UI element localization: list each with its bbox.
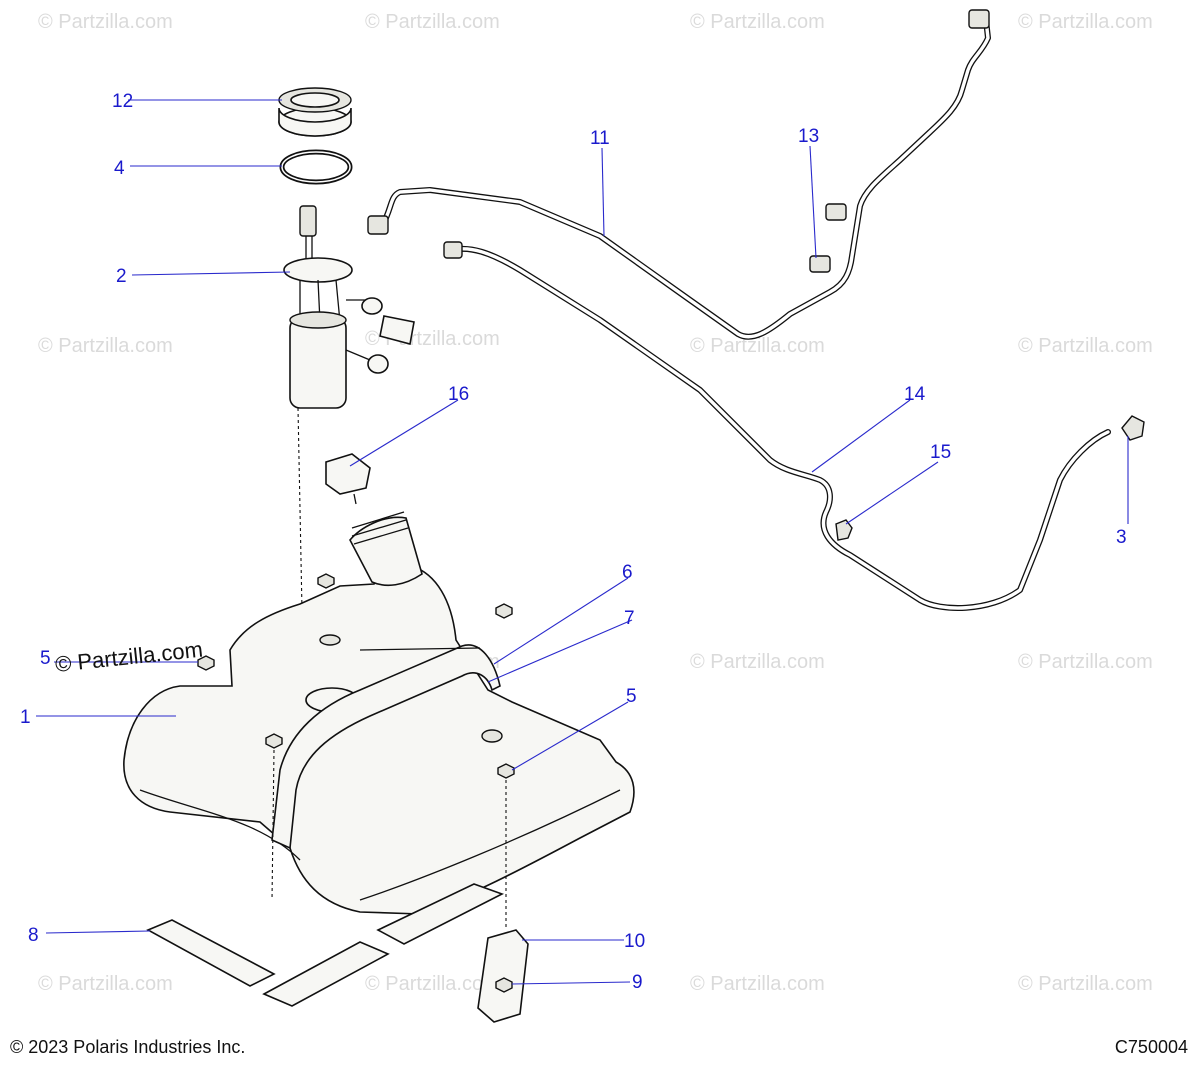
- watermark: © Partzilla.com: [365, 11, 500, 33]
- callout-11: 11: [590, 128, 610, 149]
- leader-lines: [36, 99, 1129, 985]
- callout-16: 3: [1116, 527, 1127, 548]
- callout-8: 8: [28, 925, 39, 946]
- fuel-line-11: [367, 9, 991, 340]
- callout-14: 15: [930, 442, 951, 463]
- fuel-line-13: [443, 241, 1111, 611]
- watermark: © Partzilla.com: [690, 335, 825, 357]
- fuel-pump-2: [283, 205, 415, 611]
- watermark: © Partzilla.com: [38, 335, 173, 357]
- callout-13: 14: [904, 384, 926, 405]
- watermark: © Partzilla.com: [690, 651, 825, 673]
- quick-connector-16: [1121, 415, 1145, 441]
- callouts: 12 4 2 1 5 6 7 5 8 10 9 11 13 14 15 16 3: [20, 91, 1127, 993]
- watermark-prominent: © Partzilla.com: [54, 637, 204, 677]
- callout-2: 2: [116, 266, 127, 287]
- watermark: © Partzilla.com: [1018, 11, 1153, 33]
- bolt-9: [495, 977, 513, 993]
- callout-9: 9: [632, 972, 643, 993]
- callout-12: 13: [798, 126, 819, 147]
- fuel-line-connector: [367, 215, 389, 235]
- watermark: © Partzilla.com: [38, 11, 173, 33]
- callout-3: 4: [114, 158, 125, 179]
- fuel-line-connector: [968, 9, 990, 29]
- callout-7: 7: [624, 608, 635, 629]
- hose-clip-12: [809, 203, 847, 273]
- tank-strap-6-7: [271, 644, 501, 850]
- fuel-tank-1: [123, 511, 635, 915]
- watermark: © Partzilla.com: [1018, 973, 1153, 995]
- callout-4: 12: [112, 91, 133, 112]
- watermark: © Partzilla.com: [690, 11, 825, 33]
- o-ring-3: [279, 149, 353, 185]
- hose-clip-14: [835, 519, 853, 541]
- watermark: © Partzilla.com: [1018, 651, 1153, 673]
- lock-ring-4: [278, 87, 352, 137]
- watermark: © Partzilla.com: [365, 973, 500, 995]
- fuel-line-connector: [443, 241, 463, 259]
- callout-5: 5: [626, 686, 637, 707]
- bolt-5: [197, 573, 515, 930]
- callout-10: 10: [624, 931, 645, 952]
- watermarks: © Partzilla.com © Partzilla.com © Partzi…: [38, 11, 1153, 995]
- callout-5: 5: [40, 648, 51, 669]
- watermark: © Partzilla.com: [1018, 335, 1153, 357]
- copyright-text: © 2023 Polaris Industries Inc.: [10, 1037, 246, 1057]
- watermark: © Partzilla.com: [690, 973, 825, 995]
- callout-15: 16: [448, 384, 469, 405]
- fuel-cap-15: [325, 453, 371, 505]
- callout-6: 6: [622, 562, 633, 583]
- watermark: © Partzilla.com: [38, 973, 173, 995]
- tank-pad-8: [146, 883, 505, 1007]
- callout-1: 1: [20, 707, 31, 728]
- bracket-10: [477, 929, 529, 1023]
- diagram-code: C750004: [1114, 1037, 1188, 1057]
